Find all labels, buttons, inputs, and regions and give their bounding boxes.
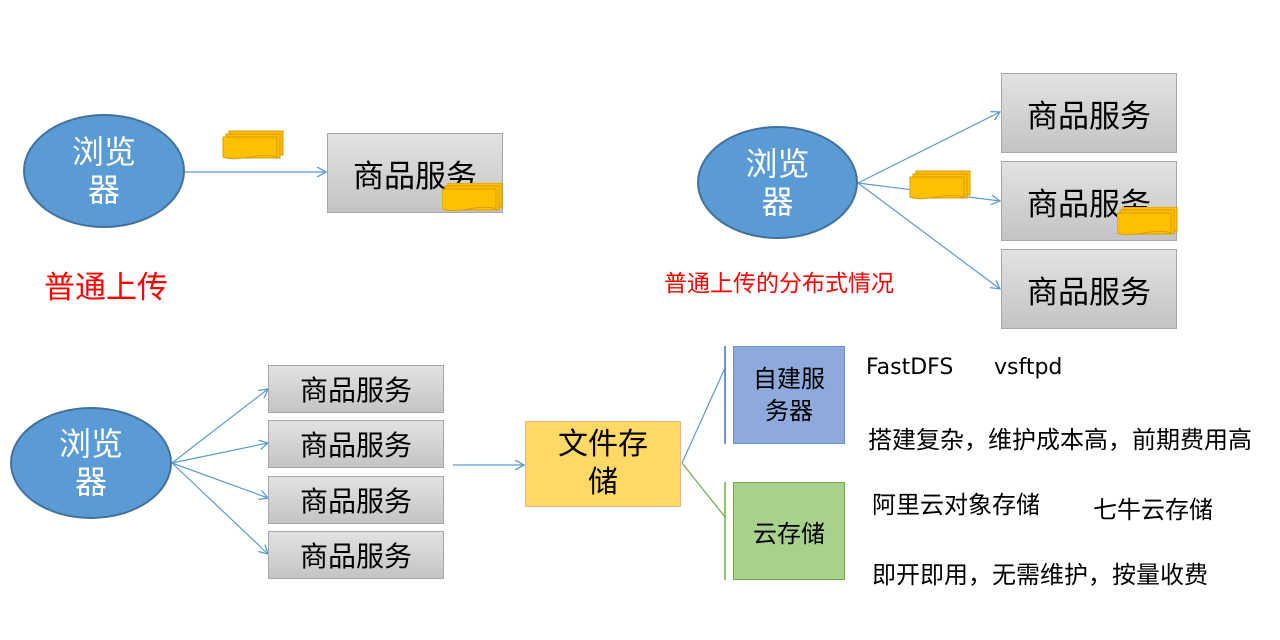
- service-node: 商品服务: [1001, 73, 1177, 153]
- file-storage-label: 文件存储: [558, 427, 648, 500]
- cloud-note: 即开即用，无需维护，按量收费: [872, 561, 1208, 589]
- self-built-note: 搭建复杂，维护成本高，前期费用高: [868, 426, 1252, 454]
- service-node: 商品服务: [268, 365, 444, 413]
- arrow-browser2-to-service-a: [857, 112, 1000, 184]
- browser-label: 浏览器: [745, 144, 810, 221]
- product-vsftpd: vsftpd: [994, 355, 1063, 380]
- browser-node: 浏览器: [23, 114, 185, 228]
- browser-label: 浏览器: [58, 425, 123, 501]
- service-node: 商品服务: [1001, 249, 1177, 329]
- branch-to-self-built: [681, 367, 726, 464]
- file-icon: [1117, 207, 1178, 236]
- caption-normal-upload: 普通上传: [44, 270, 168, 306]
- file-icon: [222, 130, 284, 160]
- product-aliyun-oss: 阿里云对象存储: [872, 491, 1040, 519]
- file-icon: [909, 170, 971, 200]
- self-built-label: 自建服务器: [753, 365, 825, 425]
- self-built-server-node: 自建服务器: [733, 346, 845, 444]
- service-label: 商品服务: [1027, 274, 1151, 311]
- cloud-storage-node: 云存储: [733, 482, 845, 580]
- product-qiniu: 七牛云存储: [1093, 496, 1213, 524]
- arrow-browser3-to-service-4: [171, 462, 268, 554]
- caption-distributed-upload: 普通上传的分布式情况: [664, 271, 894, 297]
- browser-node: 浏览器: [697, 126, 858, 239]
- browser-label: 浏览器: [71, 133, 136, 209]
- branch-to-cloud: [681, 462, 726, 518]
- product-fastdfs: FastDFS: [866, 355, 954, 380]
- service-label: 商品服务: [299, 485, 412, 518]
- service-node: 商品服务: [268, 476, 444, 524]
- browser-node: 浏览器: [10, 407, 172, 519]
- arrow-browser3-to-service-2: [171, 443, 268, 464]
- file-icon: [442, 183, 503, 212]
- arrow-browser3-to-service-3: [171, 462, 268, 498]
- service-label: 商品服务: [299, 540, 412, 573]
- file-storage-node: 文件存储: [525, 421, 681, 507]
- service-label: 商品服务: [299, 429, 412, 462]
- arrow-browser3-to-service-1: [171, 389, 268, 464]
- service-node: 商品服务: [268, 531, 444, 579]
- arrow-browser2-to-service-c: [857, 182, 1000, 289]
- service-label: 商品服务: [299, 374, 412, 407]
- service-label: 商品服务: [1027, 98, 1151, 135]
- service-node: 商品服务: [268, 420, 444, 468]
- cloud-storage-label: 云存储: [753, 519, 825, 548]
